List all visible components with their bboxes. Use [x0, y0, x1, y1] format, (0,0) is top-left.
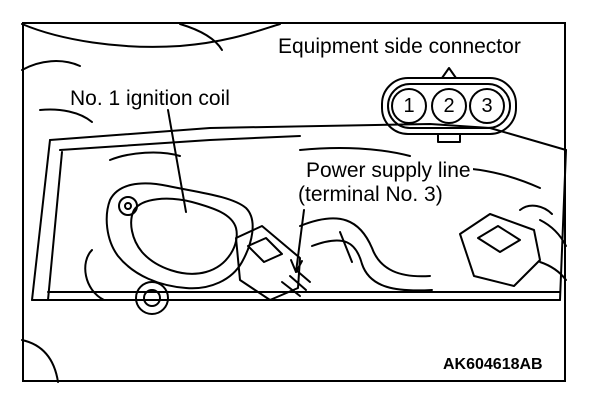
leader-arrow-head — [290, 259, 303, 273]
plug-tube-cap — [135, 281, 169, 315]
terminal-label-1: 1 — [403, 95, 415, 117]
coil-connector-right — [459, 213, 541, 287]
right-hose2 — [539, 261, 567, 281]
terminal-label-2: 2 — [443, 95, 455, 117]
coil-bolt-inner — [124, 202, 132, 210]
ignition-coil-label: No. 1 ignition coil — [68, 87, 232, 110]
coil-bolt — [118, 196, 138, 216]
terminal-number-label: (terminal No. 3) — [296, 183, 445, 206]
engine-contour-left2 — [39, 108, 93, 123]
coil-connector-left-lock — [247, 237, 283, 263]
plug-tube-left — [84, 249, 105, 301]
harness-mid2 — [311, 239, 433, 292]
equipment-connector-housing — [381, 77, 517, 135]
engine-contour-top — [21, 23, 281, 48]
rib-2 — [299, 147, 411, 157]
coil-connector-left — [235, 225, 301, 301]
ignition-coil-body — [105, 182, 254, 290]
leader-coil — [167, 109, 187, 213]
ignition-coil-face — [130, 197, 238, 275]
leader-supply — [295, 209, 305, 273]
terminal-label-3: 3 — [481, 95, 493, 117]
right-boot — [519, 204, 553, 215]
equipment-connector-inner — [387, 83, 511, 129]
terminal-pin-3 — [469, 88, 505, 124]
equipment-connector-label: Equipment side connector — [276, 35, 523, 58]
power-supply-label: Power supply line — [304, 159, 473, 182]
right-hose — [539, 219, 567, 247]
head-cover-inner — [59, 135, 301, 151]
harness-mid — [299, 217, 431, 278]
connector-latch — [437, 133, 461, 143]
engine-contour-left — [21, 60, 81, 71]
cover-left-edge — [31, 139, 51, 301]
rib-1 — [109, 151, 181, 161]
terminal-pin-1 — [391, 88, 427, 124]
engine-contour-top2 — [179, 23, 223, 51]
clamp-mid — [339, 231, 353, 263]
plug-tube-cap-inner — [143, 289, 161, 307]
coil-connector-right-lock — [477, 225, 521, 253]
lower-left-contour — [21, 339, 59, 383]
diagram-frame — [22, 22, 566, 382]
connector-key-tab — [441, 67, 457, 79]
terminal-pin-2 — [431, 88, 467, 124]
cover-left-edge2 — [47, 151, 63, 301]
figure-code: AK604618AB — [443, 356, 543, 373]
head-cover-outline — [49, 123, 567, 151]
coil-connector-wire — [281, 269, 311, 297]
